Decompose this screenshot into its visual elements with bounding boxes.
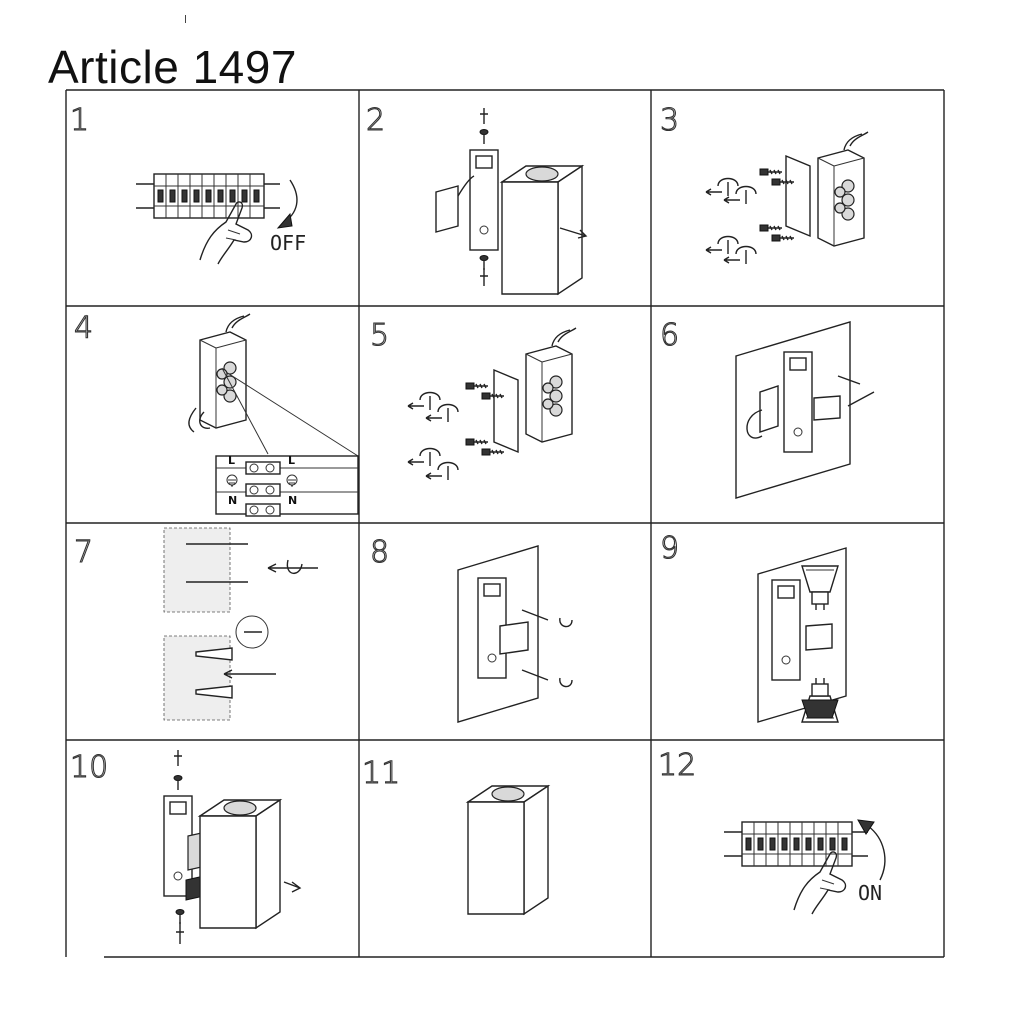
step-1-switch-off: OFF [135,173,306,265]
step-number-12: 12 [658,748,696,783]
step-5-fix-plate [407,327,577,481]
wall-plug-icon [235,615,269,649]
step-12-switch-on: ON [723,819,886,915]
wall-section-icon [163,527,231,613]
screwdriver-icon [174,750,182,766]
terminal-block-icon [817,131,869,247]
terminal-label-n-left: N [228,494,237,507]
screwdriver-icon [480,108,488,124]
step-2-remove-cover [435,108,588,295]
step-grid [65,89,945,958]
step-number-2: 2 [366,103,385,138]
terminal-label-n-right: N [288,494,297,507]
lamp-body-icon [501,165,583,295]
screw-icon [759,168,783,176]
lamp-body-icon [199,799,281,929]
off-label: OFF [270,231,306,255]
step-9-insert-bulbs [757,547,847,723]
terminal-block-icon [435,185,459,233]
terminal-label-l-right: L [288,454,295,467]
page-title: Article 1497 [48,41,297,93]
clip-icon [407,391,441,411]
clip-icon [705,177,739,197]
step-number-10: 10 [70,750,108,785]
step-10-refit-cover [163,750,302,944]
step-number-9: 9 [660,531,679,566]
circuit-breaker-icon [723,821,869,867]
step-number-7: 7 [74,535,93,570]
mount-box-icon [783,351,813,453]
lamp-body-icon [467,785,549,915]
step-4-wiring: L L N N [188,313,359,517]
screw-icon [521,609,549,681]
step-6-mount-assembly [735,321,875,499]
step-11-finished [467,785,549,915]
step-number-6: 6 [660,318,679,353]
step-number-8: 8 [370,535,389,570]
ground-symbol-icon [226,474,298,487]
step-numbers: 1 2 3 4 5 6 7 8 9 10 11 12 [69,102,696,791]
screw-icon [479,128,489,145]
step-7-drill-wall [163,527,318,721]
drill-icon [186,543,248,583]
mount-box-icon [771,579,801,681]
terminal-block-icon [199,313,251,429]
step-number-1: 1 [70,103,89,138]
rotate-arrow-icon [867,825,886,881]
terminal-block-icon [525,327,577,443]
on-label: ON [858,881,882,905]
step-3-unscrew-plate [705,131,869,265]
step-number-5: 5 [370,318,389,353]
step-number-3: 3 [660,103,679,138]
screw-icon [465,382,489,390]
step-number-4: 4 [74,311,93,346]
step-number-11: 11 [362,756,400,791]
circuit-breaker-icon [135,173,281,219]
top-tick-mark [185,15,186,23]
rotate-arrow-icon [284,179,298,223]
screw-icon [173,774,183,791]
step-8-screw-to-wall [457,545,573,723]
terminal-label-l-left: L [228,454,235,467]
